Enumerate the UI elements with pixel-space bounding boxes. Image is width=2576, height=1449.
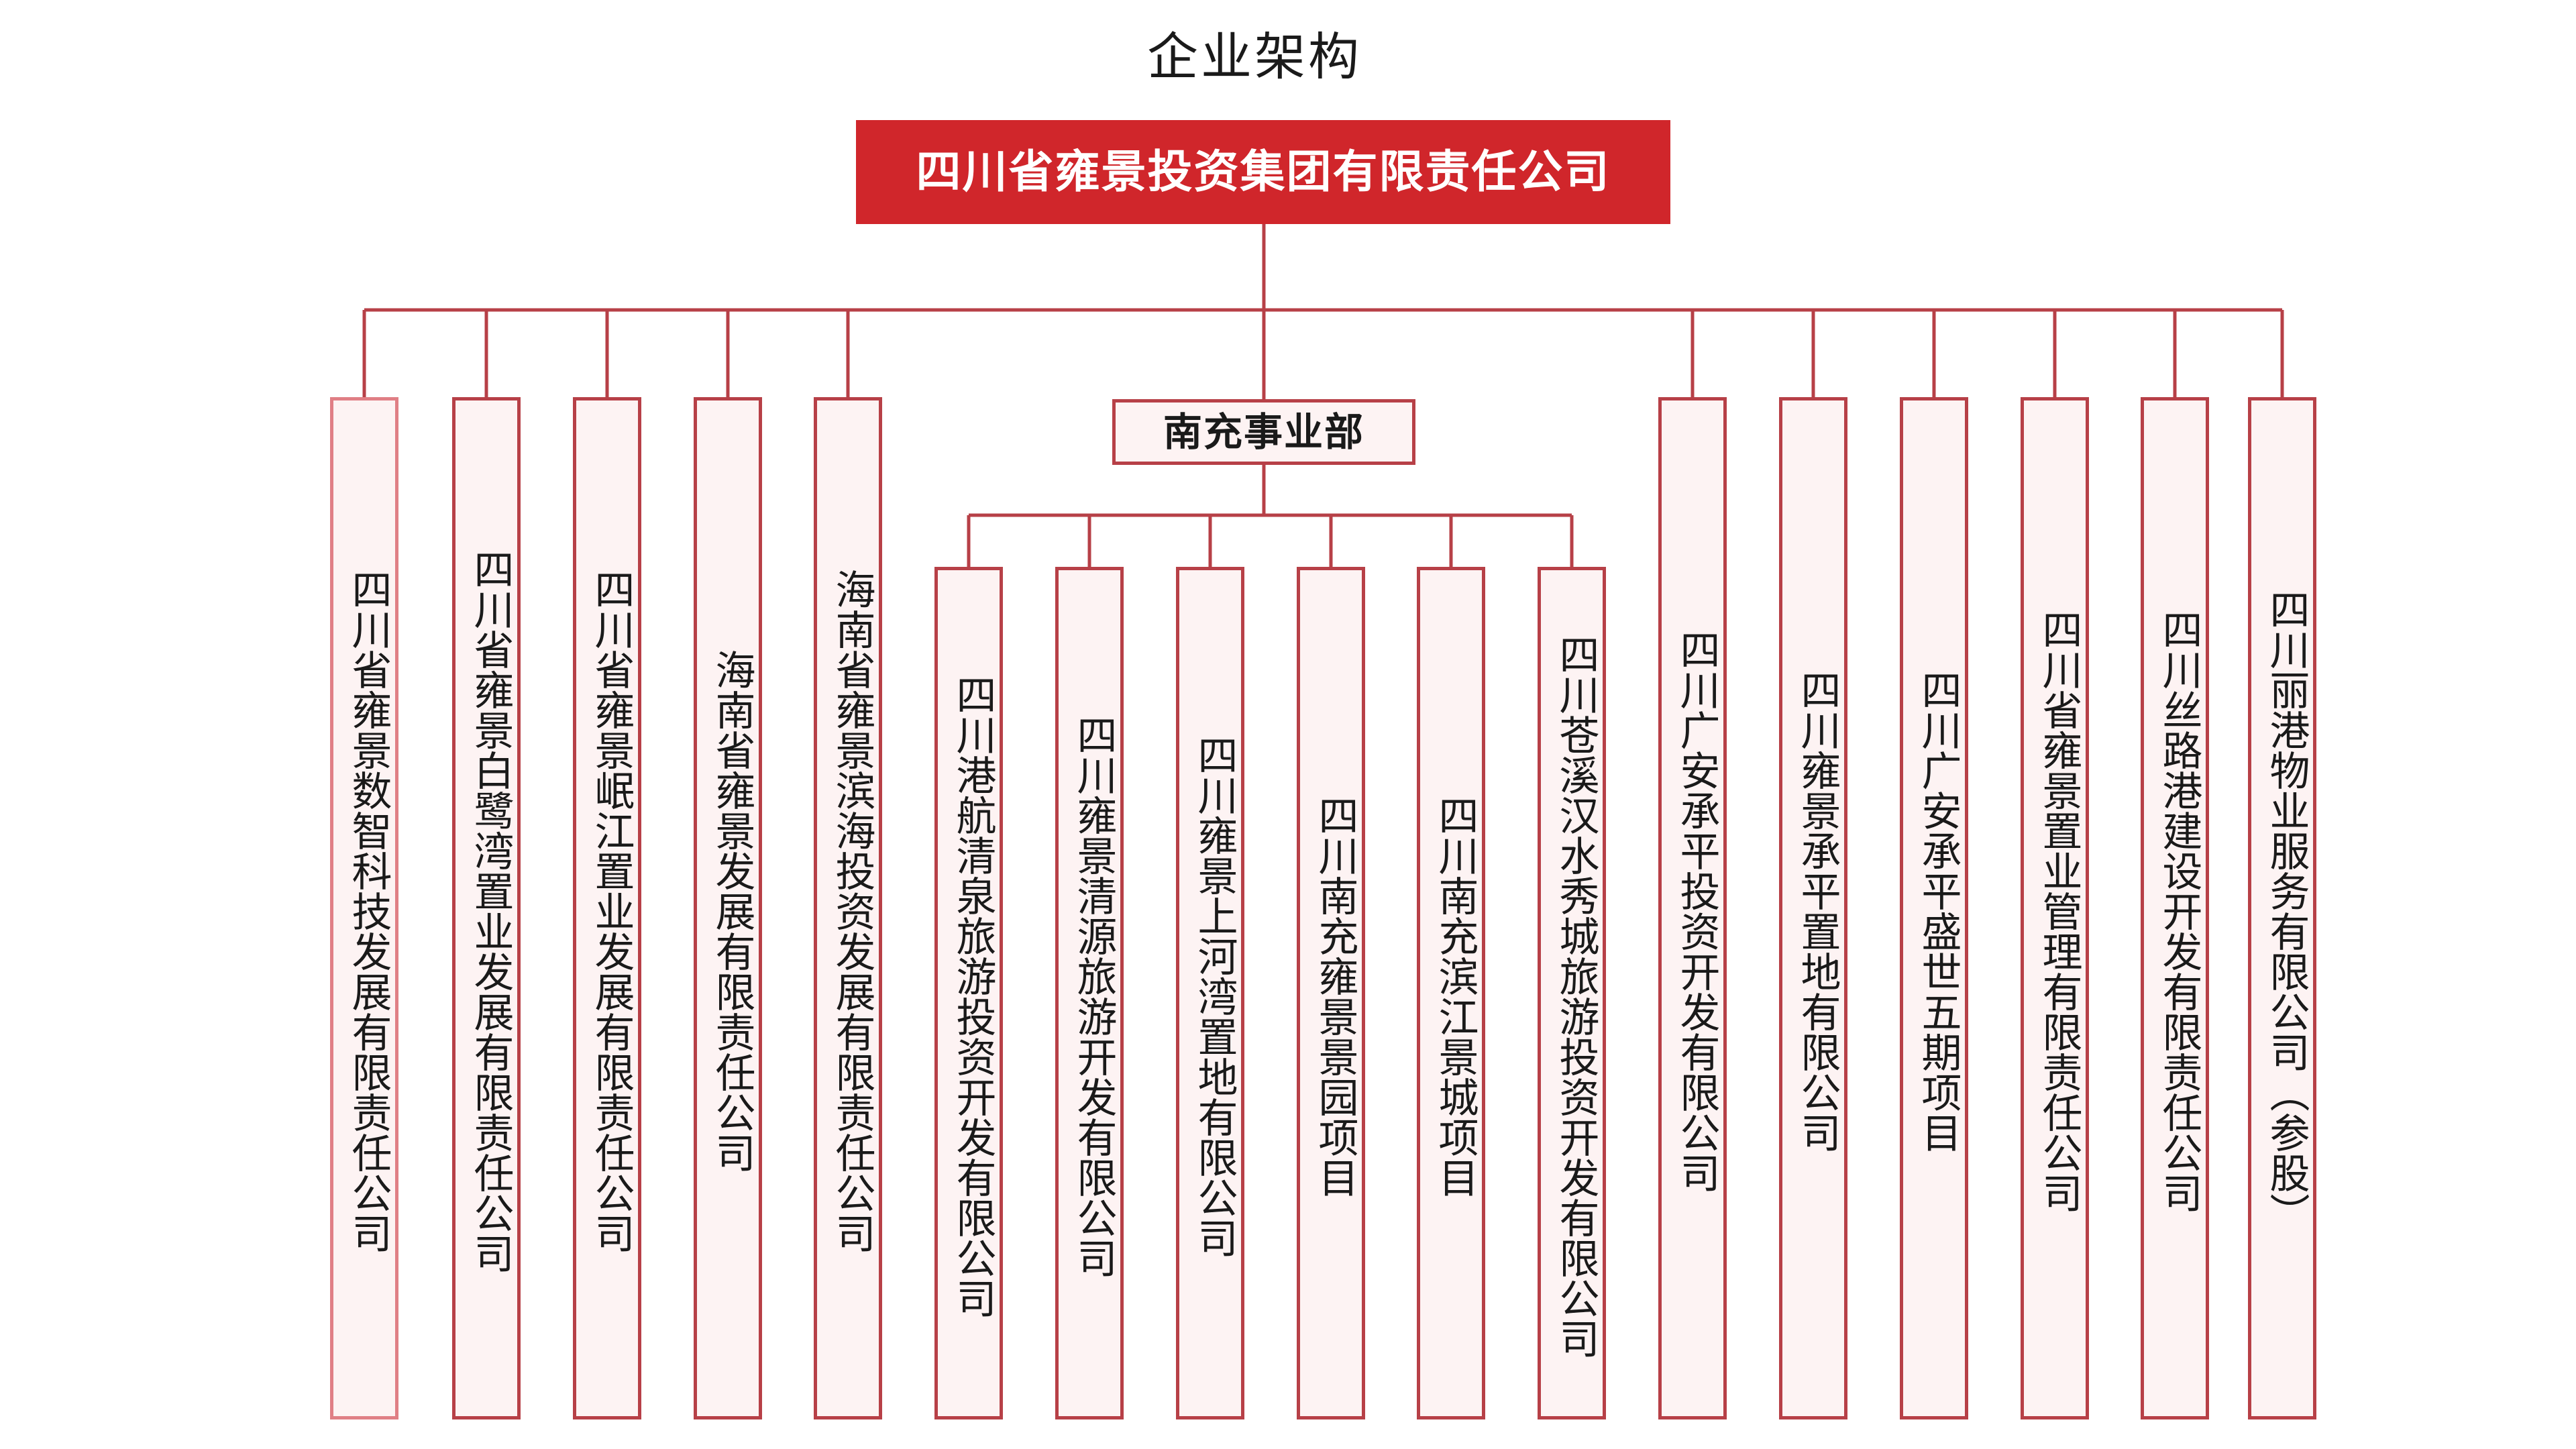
left-company-box: 海南省雍景发展有限责任公司 bbox=[694, 397, 762, 1419]
department-unit-box: 四川南充滨江景城项目 bbox=[1417, 567, 1485, 1419]
department-unit-box: 四川港航清泉旅游投资开发有限公司 bbox=[934, 567, 1003, 1419]
page-title: 企业架构 bbox=[1147, 27, 1362, 87]
right-company-box: 四川省雍景置业管理有限责任公司 bbox=[2021, 397, 2089, 1419]
department-unit-box: 四川雍景清源旅游开发有限公司 bbox=[1055, 567, 1124, 1419]
right-company-box: 四川丽港物业服务有限公司（参股） bbox=[2248, 397, 2316, 1419]
department-unit-box: 四川雍景上河湾置地有限公司 bbox=[1176, 567, 1244, 1419]
department-unit-box: 四川苍溪汉水秀城旅游投资开发有限公司 bbox=[1538, 567, 1606, 1419]
left-company-box: 四川省雍景白鹭湾置业发展有限责任公司 bbox=[452, 397, 521, 1419]
root-company-box: 四川省雍景投资集团有限责任公司 bbox=[856, 120, 1670, 224]
right-company-box: 四川雍景承平置地有限公司 bbox=[1779, 397, 1847, 1419]
left-company-box: 四川省雍景数智科技发展有限责任公司 bbox=[330, 397, 398, 1419]
department-box: 南充事业部 bbox=[1112, 399, 1415, 465]
right-company-box: 四川广安承平投资开发有限公司 bbox=[1658, 397, 1727, 1419]
right-company-box: 四川丝路港建设开发有限责任公司 bbox=[2141, 397, 2209, 1419]
right-company-box: 四川广安承平盛世五期项目 bbox=[1900, 397, 1968, 1419]
department-unit-box: 四川南充雍景景园项目 bbox=[1297, 567, 1365, 1419]
left-company-box: 海南省雍景滨海投资发展有限责任公司 bbox=[814, 397, 882, 1419]
left-company-box: 四川省雍景岷江置业发展有限责任公司 bbox=[573, 397, 641, 1419]
